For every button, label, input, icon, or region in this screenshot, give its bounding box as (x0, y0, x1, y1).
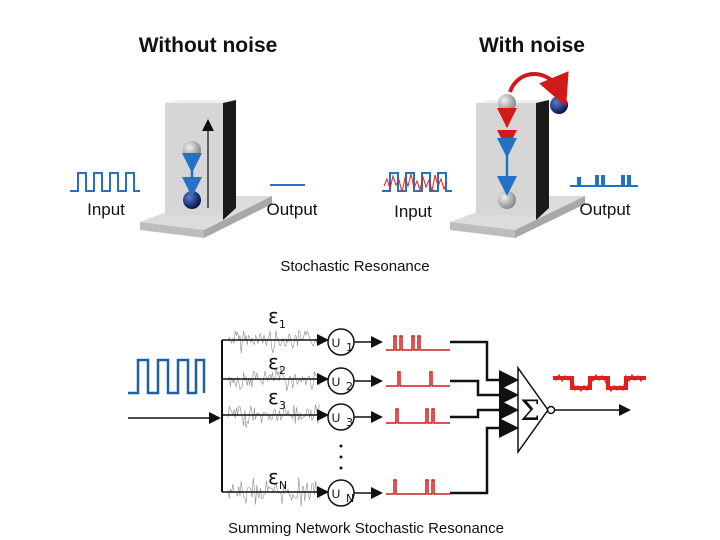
connector-3 (450, 400, 519, 420)
with-noise-panel: With noise Input Output (382, 34, 638, 238)
without-noise-title: Without noise (139, 34, 278, 57)
dark-ball-icon (183, 191, 201, 209)
unit-2: U 2 (327, 367, 355, 395)
network-input-square-wave (128, 358, 206, 395)
summing-network: ε1 ε2 ε3 εN U 1 U 2 U 3 U N (128, 304, 647, 507)
svg-text:N: N (346, 492, 354, 505)
input-square-wave (70, 172, 140, 192)
gray-ball-top-icon (498, 94, 516, 112)
epsilon-n-label: εN (268, 465, 287, 492)
without-noise-panel: Without noise Input Output (70, 34, 318, 238)
svg-text:2: 2 (346, 380, 353, 393)
unit-1: U 1 (327, 328, 355, 356)
spike-train-3 (386, 408, 450, 424)
noise-band-1 (227, 329, 320, 354)
epsilon-1-label: ε1 (268, 304, 286, 331)
noise-band-3 (227, 404, 320, 429)
sigma-symbol: Σ (520, 394, 540, 427)
svg-text:U: U (332, 411, 341, 425)
svg-text:3: 3 (346, 416, 353, 429)
epsilon-2-label: ε2 (268, 350, 286, 377)
output-label-left: Output (266, 200, 317, 219)
barrier-block-left (140, 100, 272, 238)
dark-ball-escaped-icon (550, 96, 568, 114)
svg-text:U: U (332, 487, 341, 501)
epsilon-3-label: ε3 (268, 385, 286, 412)
spike-train-n (386, 479, 450, 495)
gray-ball-icon (183, 141, 201, 159)
svg-text:1: 1 (346, 341, 353, 354)
input-noise-trace (383, 173, 448, 193)
ellipsis-dots (339, 444, 343, 470)
caption-summing-network: Summing Network Stochastic Resonance (228, 520, 504, 537)
svg-text:U: U (332, 336, 341, 350)
with-noise-title: With noise (479, 34, 585, 57)
unit-3: U 3 (327, 403, 355, 431)
barrier-block-right (450, 100, 585, 238)
spike-train-1 (386, 335, 450, 351)
spike-train-2 (386, 371, 450, 387)
caption-stochastic-resonance: Stochastic Resonance (280, 258, 429, 275)
summed-output-wave (552, 373, 647, 393)
input-label-left: Input (87, 200, 125, 219)
connector-2 (450, 379, 519, 405)
connector-1 (450, 340, 519, 390)
unit-n: U N (327, 479, 355, 507)
output-label-right: Output (579, 200, 630, 219)
output-spikes (570, 175, 638, 187)
svg-text:U: U (332, 375, 341, 389)
gray-ball-bottom-icon (498, 191, 516, 209)
input-label-right: Input (394, 202, 432, 221)
summing-node: Σ (517, 365, 556, 455)
escape-arc-arrow (508, 71, 569, 107)
noisy-input-square-wave (382, 172, 452, 192)
connector-n (450, 418, 519, 495)
